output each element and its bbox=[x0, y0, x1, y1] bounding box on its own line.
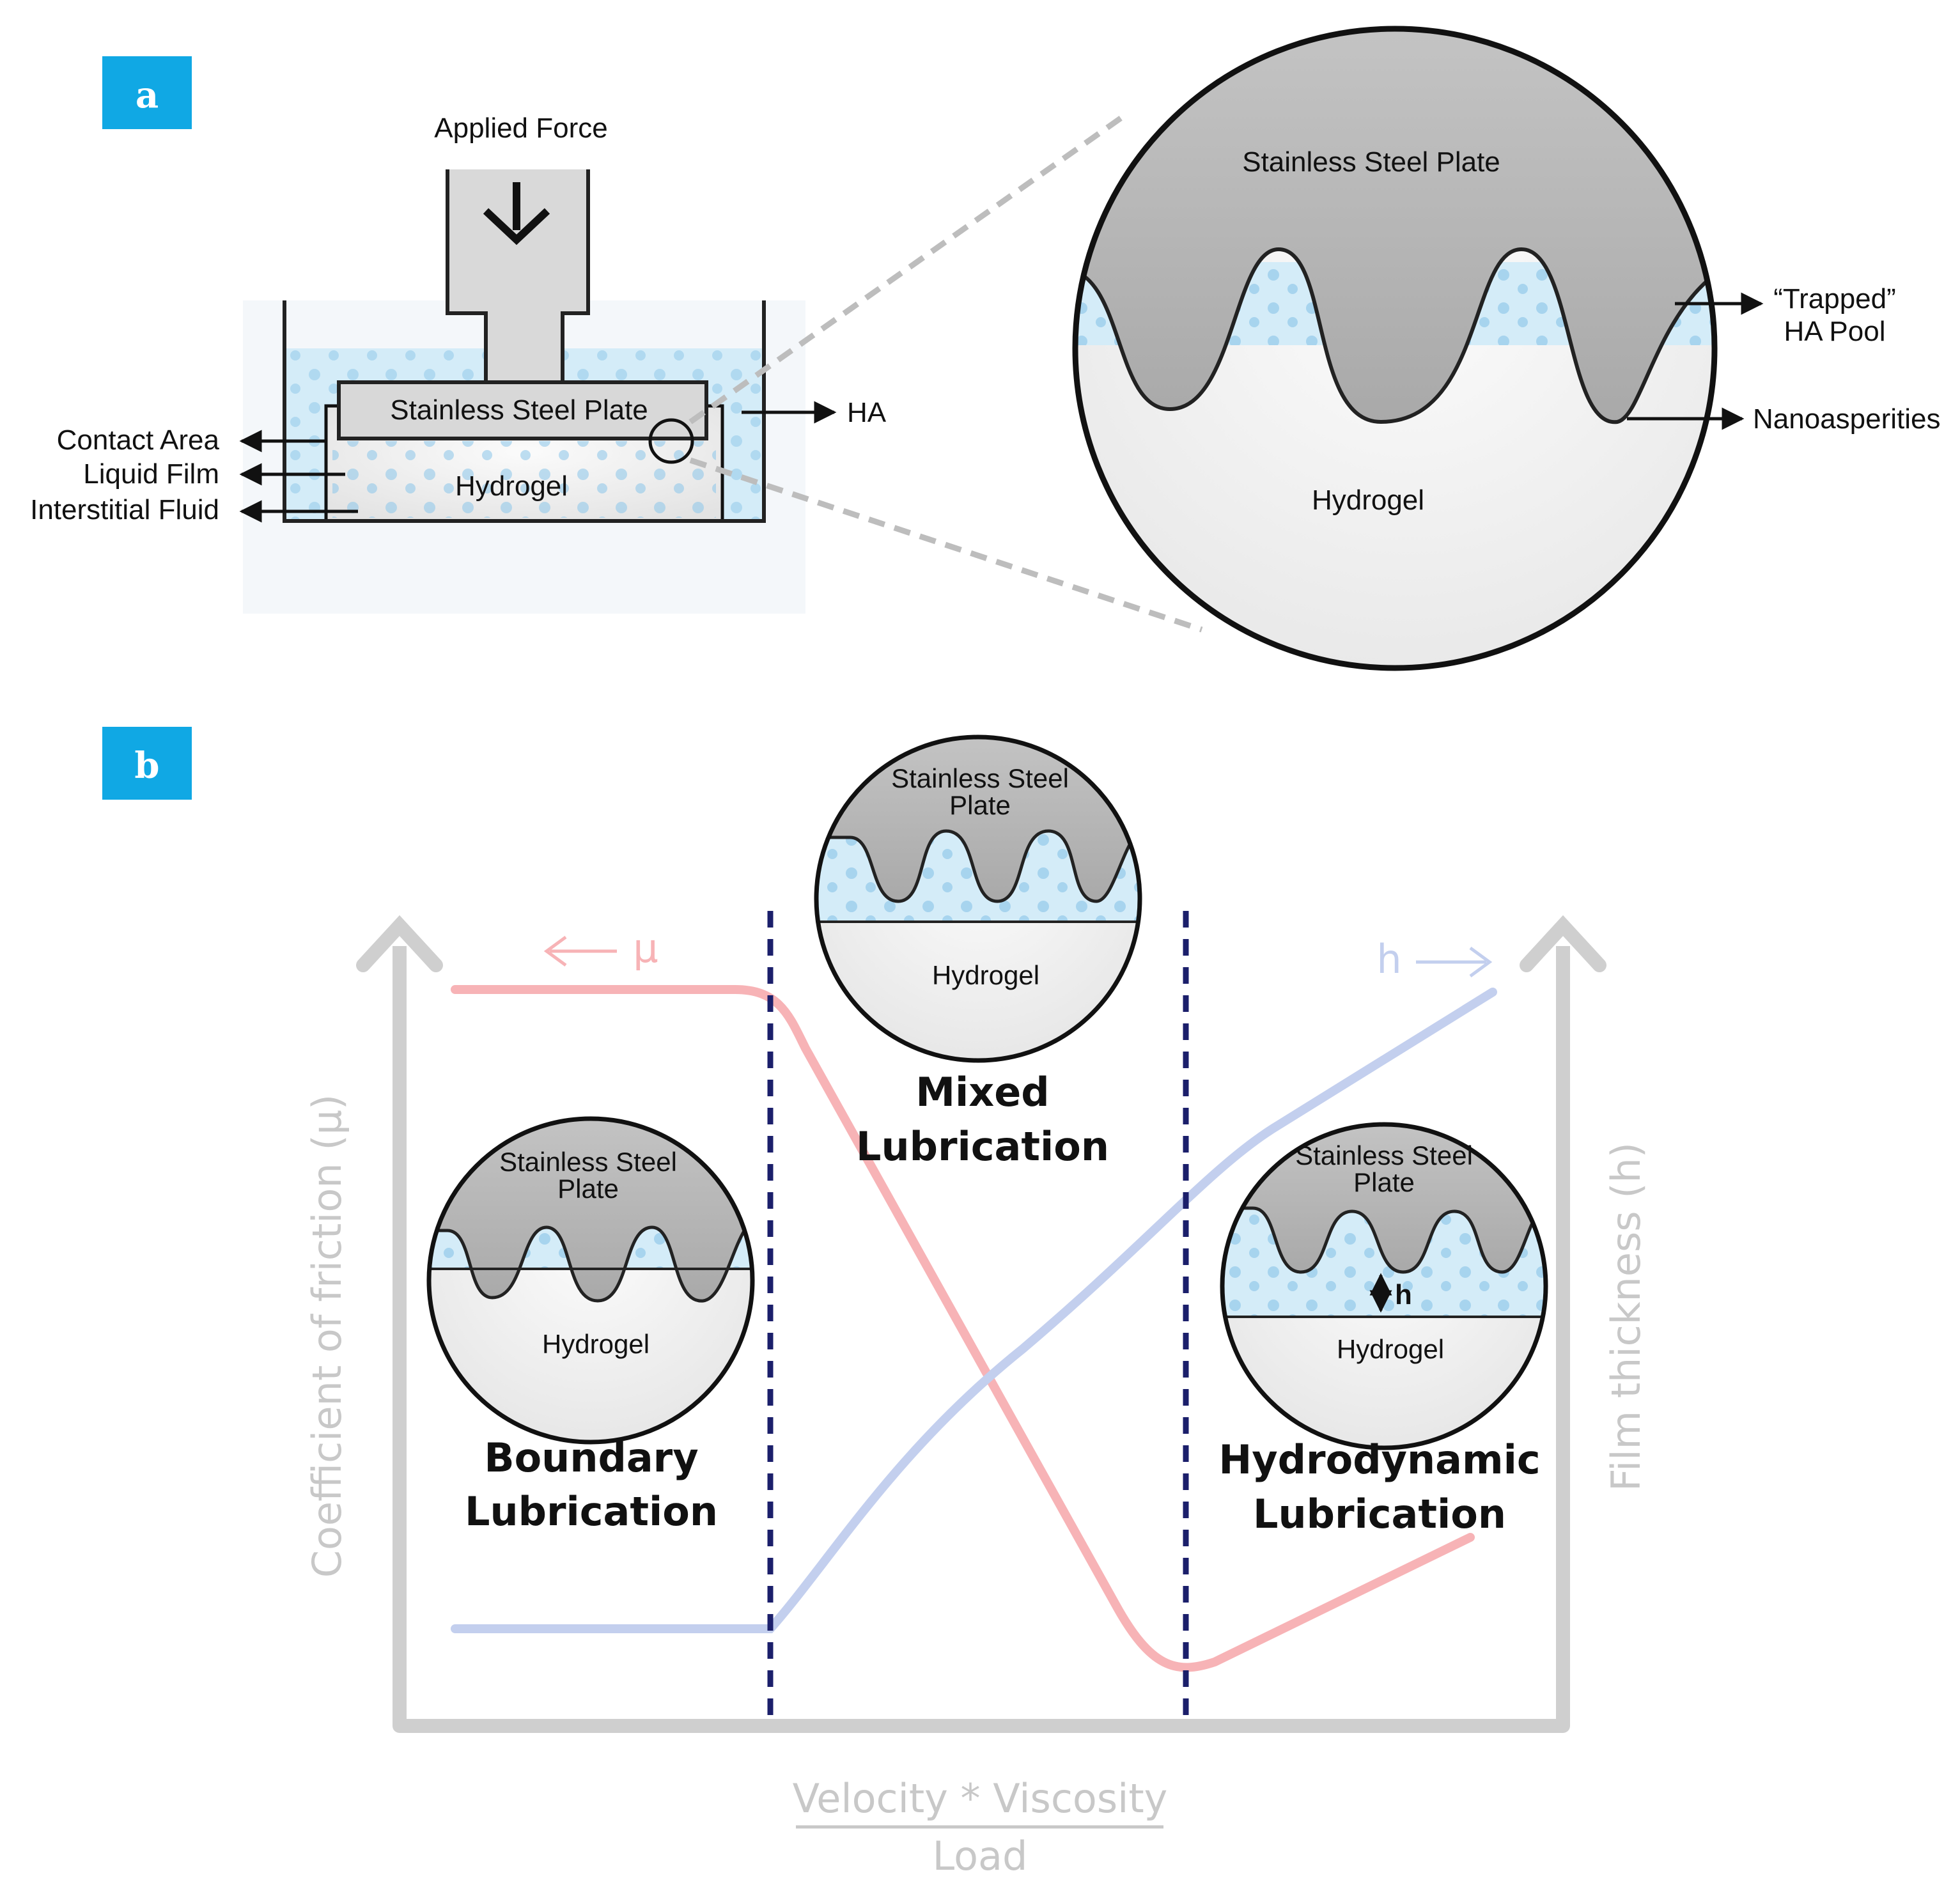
friction-curve bbox=[451, 985, 1475, 1672]
nanoasperities-label: Nanoasperities bbox=[1753, 403, 1941, 435]
boundary-regime-circle: Stainless Steel Plate Hydrogel bbox=[426, 1116, 755, 1445]
hydrodynamic-regime-circle: Stainless Steel Plate Hydrogel h bbox=[1220, 1122, 1548, 1450]
plate-label: Stainless Steel Plate bbox=[390, 394, 648, 426]
mixed-hydrogel-label: Hydrogel bbox=[932, 960, 1039, 990]
contact-zoom-marker bbox=[648, 418, 694, 464]
zoom-line-top bbox=[688, 113, 1127, 424]
force-arrow-head bbox=[483, 208, 550, 245]
h-hint-head bbox=[1469, 946, 1493, 978]
h-symbol: h bbox=[1376, 936, 1401, 982]
trapped-label-line2: HA Pool bbox=[1784, 316, 1886, 347]
hydro-title-line1: Hydrodynamic bbox=[1218, 1436, 1540, 1483]
hydro-hydrogel-label: Hydrogel bbox=[1337, 1334, 1444, 1364]
y-right-arrowhead bbox=[1520, 915, 1606, 972]
zoom-plate-label: Stainless Steel Plate bbox=[1242, 146, 1500, 178]
panel-b-badge bbox=[102, 727, 192, 800]
hydro-plate-line2: Plate bbox=[1353, 1167, 1415, 1197]
panel-b-letter: b bbox=[134, 745, 159, 787]
mixed-regime-circle: Stainless Steel Plate Hydrogel bbox=[814, 734, 1142, 1063]
film-gap-label: h bbox=[1395, 1279, 1412, 1310]
mixed-title-line2: Lubrication bbox=[856, 1123, 1109, 1170]
y-left-axis-label: Coefficient of friction (μ) bbox=[304, 1094, 350, 1578]
y-left-arrowhead bbox=[356, 915, 443, 972]
panel-a: a Applied Force Stainless Steel Plate Hy… bbox=[30, 26, 1941, 671]
axes-frame bbox=[393, 946, 1570, 1733]
mixed-plate-line2: Plate bbox=[949, 790, 1011, 820]
hydro-title-line2: Lubrication bbox=[1253, 1491, 1506, 1537]
x-axis-numerator: Velocity * Viscosity bbox=[793, 1775, 1168, 1822]
ha-label: HA bbox=[847, 397, 887, 428]
zoom-plate-asperities bbox=[1075, 29, 1715, 424]
interstitial-fluid-label: Interstitial Fluid bbox=[30, 494, 219, 525]
zoom-circle: Stainless Steel Plate Hydrogel bbox=[1072, 26, 1718, 671]
liquid-film-label: Liquid Film bbox=[83, 458, 219, 490]
panel-a-badge bbox=[102, 56, 192, 129]
panel-b: b Coefficient of friction (μ) Film thick… bbox=[102, 727, 1649, 1879]
y-right-axis-label: Film thickness (h) bbox=[1603, 1142, 1649, 1491]
boundary-plate-line1: Stainless Steel bbox=[499, 1147, 677, 1177]
boundary-hydrogel-label: Hydrogel bbox=[542, 1329, 649, 1359]
zoom-hydrogel-label: Hydrogel bbox=[1312, 485, 1424, 516]
boundary-title-line1: Boundary bbox=[484, 1434, 698, 1481]
mu-hint-head bbox=[543, 935, 567, 967]
boundary-plate-line2: Plate bbox=[557, 1174, 619, 1204]
contact-area-label: Contact Area bbox=[57, 424, 220, 456]
thickness-curve bbox=[451, 988, 1497, 1633]
mixed-plate-line1: Stainless Steel bbox=[891, 763, 1069, 793]
panel-a-letter: a bbox=[136, 74, 159, 116]
mu-symbol: μ bbox=[633, 925, 658, 972]
mixed-title-line1: Mixed bbox=[915, 1069, 1049, 1115]
stainless-plate bbox=[337, 380, 708, 440]
x-axis-denominator: Load bbox=[933, 1833, 1028, 1879]
applied-force-label: Applied Force bbox=[434, 113, 607, 144]
zoom-circle-border bbox=[1072, 26, 1718, 671]
interstitial-particles bbox=[332, 441, 716, 518]
hydrogel-label: Hydrogel bbox=[455, 470, 568, 502]
boundary-title-line2: Lubrication bbox=[465, 1488, 718, 1535]
zoom-line-bottom bbox=[689, 457, 1203, 633]
trapped-label-line1: “Trapped” bbox=[1773, 283, 1896, 314]
hydro-plate-line1: Stainless Steel bbox=[1295, 1140, 1473, 1170]
